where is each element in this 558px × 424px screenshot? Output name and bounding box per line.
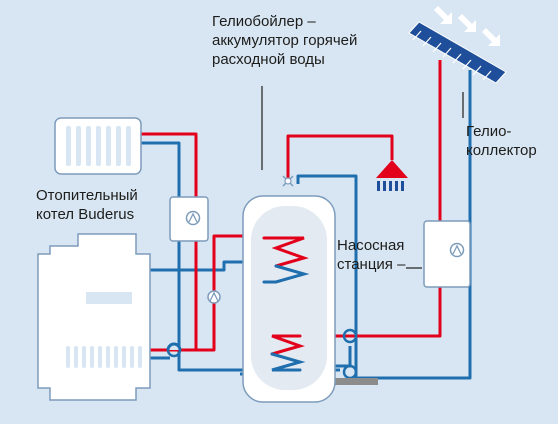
- boiler-coil-return-pipe: [148, 260, 247, 272]
- heating-pump-unit: [169, 196, 209, 242]
- boiler-display: [86, 292, 132, 304]
- heating-boiler-label: Отопительный котел Buderus: [36, 186, 138, 224]
- collector-supply-pipe: [300, 60, 442, 338]
- upper-heat-coil: [262, 236, 310, 284]
- tank-stand: [310, 378, 378, 385]
- shower-head-icon: [376, 160, 408, 191]
- pump-icon: [449, 242, 465, 258]
- solar-boiler-label: Гелиобойлер – аккумулятор горячей расход…: [212, 12, 357, 69]
- heating-boiler: [37, 233, 151, 401]
- pump-station-label: Насосная станция –: [337, 236, 405, 274]
- cold-water-pipe: [296, 174, 358, 378]
- boiler-vents: [66, 346, 142, 368]
- label-line: Отопительный: [36, 187, 138, 204]
- pipe-bridge: [342, 364, 358, 380]
- label-line: Насосная: [337, 237, 405, 254]
- pipe-bridge: [342, 328, 358, 344]
- solar-pump-station: [423, 220, 471, 288]
- storage-tank: [242, 195, 336, 403]
- sun-rays-icon: [434, 6, 500, 46]
- label-line: Гелиобойлер –: [212, 13, 316, 30]
- hot-water-pipe: [286, 134, 394, 184]
- label-line: котел Buderus: [36, 206, 135, 223]
- label-line: аккумулятор горячей: [212, 32, 358, 49]
- pipe-bridge: [166, 342, 182, 358]
- label-line: Гелио-: [466, 123, 512, 140]
- mixing-valve-icon: [282, 175, 294, 187]
- boiler-coil-pump-icon: [207, 290, 221, 304]
- collector-label: Гелио- коллектор: [466, 122, 537, 160]
- solar-collector: [408, 21, 507, 84]
- radiator: [54, 117, 142, 175]
- lower-solar-coil: [270, 334, 306, 372]
- label-line: станция –: [337, 256, 406, 273]
- pump-icon: [185, 210, 201, 226]
- label-line: коллектор: [466, 142, 537, 159]
- collector-return-pipe: [356, 70, 472, 380]
- label-line: расходной воды: [212, 51, 325, 68]
- label-leaders: [261, 86, 464, 269]
